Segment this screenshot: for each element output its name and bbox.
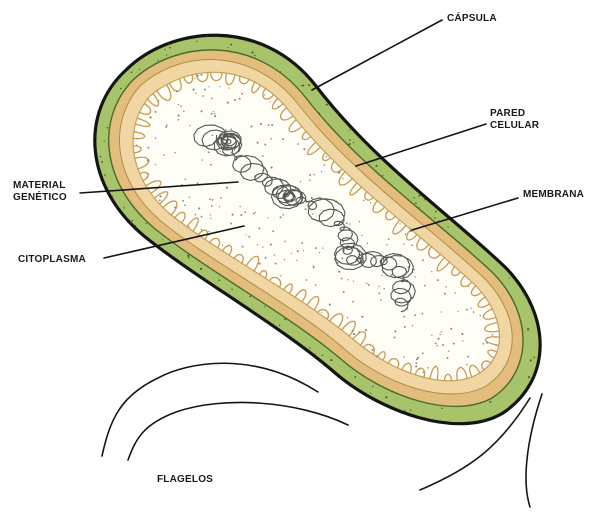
label-material-line2: GENÉTICO [13,192,67,204]
label-pared-line2: CELULAR [490,120,539,132]
label-membrana: MEMBRANA [523,189,584,201]
label-citoplasma: CITOPLASMA [18,254,86,266]
leader-pared [356,124,486,166]
flagellum-3 [102,363,318,456]
label-capsula-text: CÁPSULA [447,13,497,24]
leader-capsula [312,20,442,90]
label-material-genetico: MATERIAL GENÉTICO [13,180,67,204]
flagellum-4 [128,402,348,460]
label-membrana-text: MEMBRANA [523,189,584,200]
label-flagelos: FLAGELOS [157,474,213,486]
label-capsula: CÁPSULA [447,13,497,25]
label-citoplasma-text: CITOPLASMA [18,254,86,265]
flagellum-1 [526,394,542,507]
label-pared-celular: PARED CELULAR [490,108,539,132]
label-material-line1: MATERIAL [13,180,67,192]
label-pared-line1: PARED [490,108,539,120]
label-flagelos-text: FLAGELOS [157,474,213,485]
